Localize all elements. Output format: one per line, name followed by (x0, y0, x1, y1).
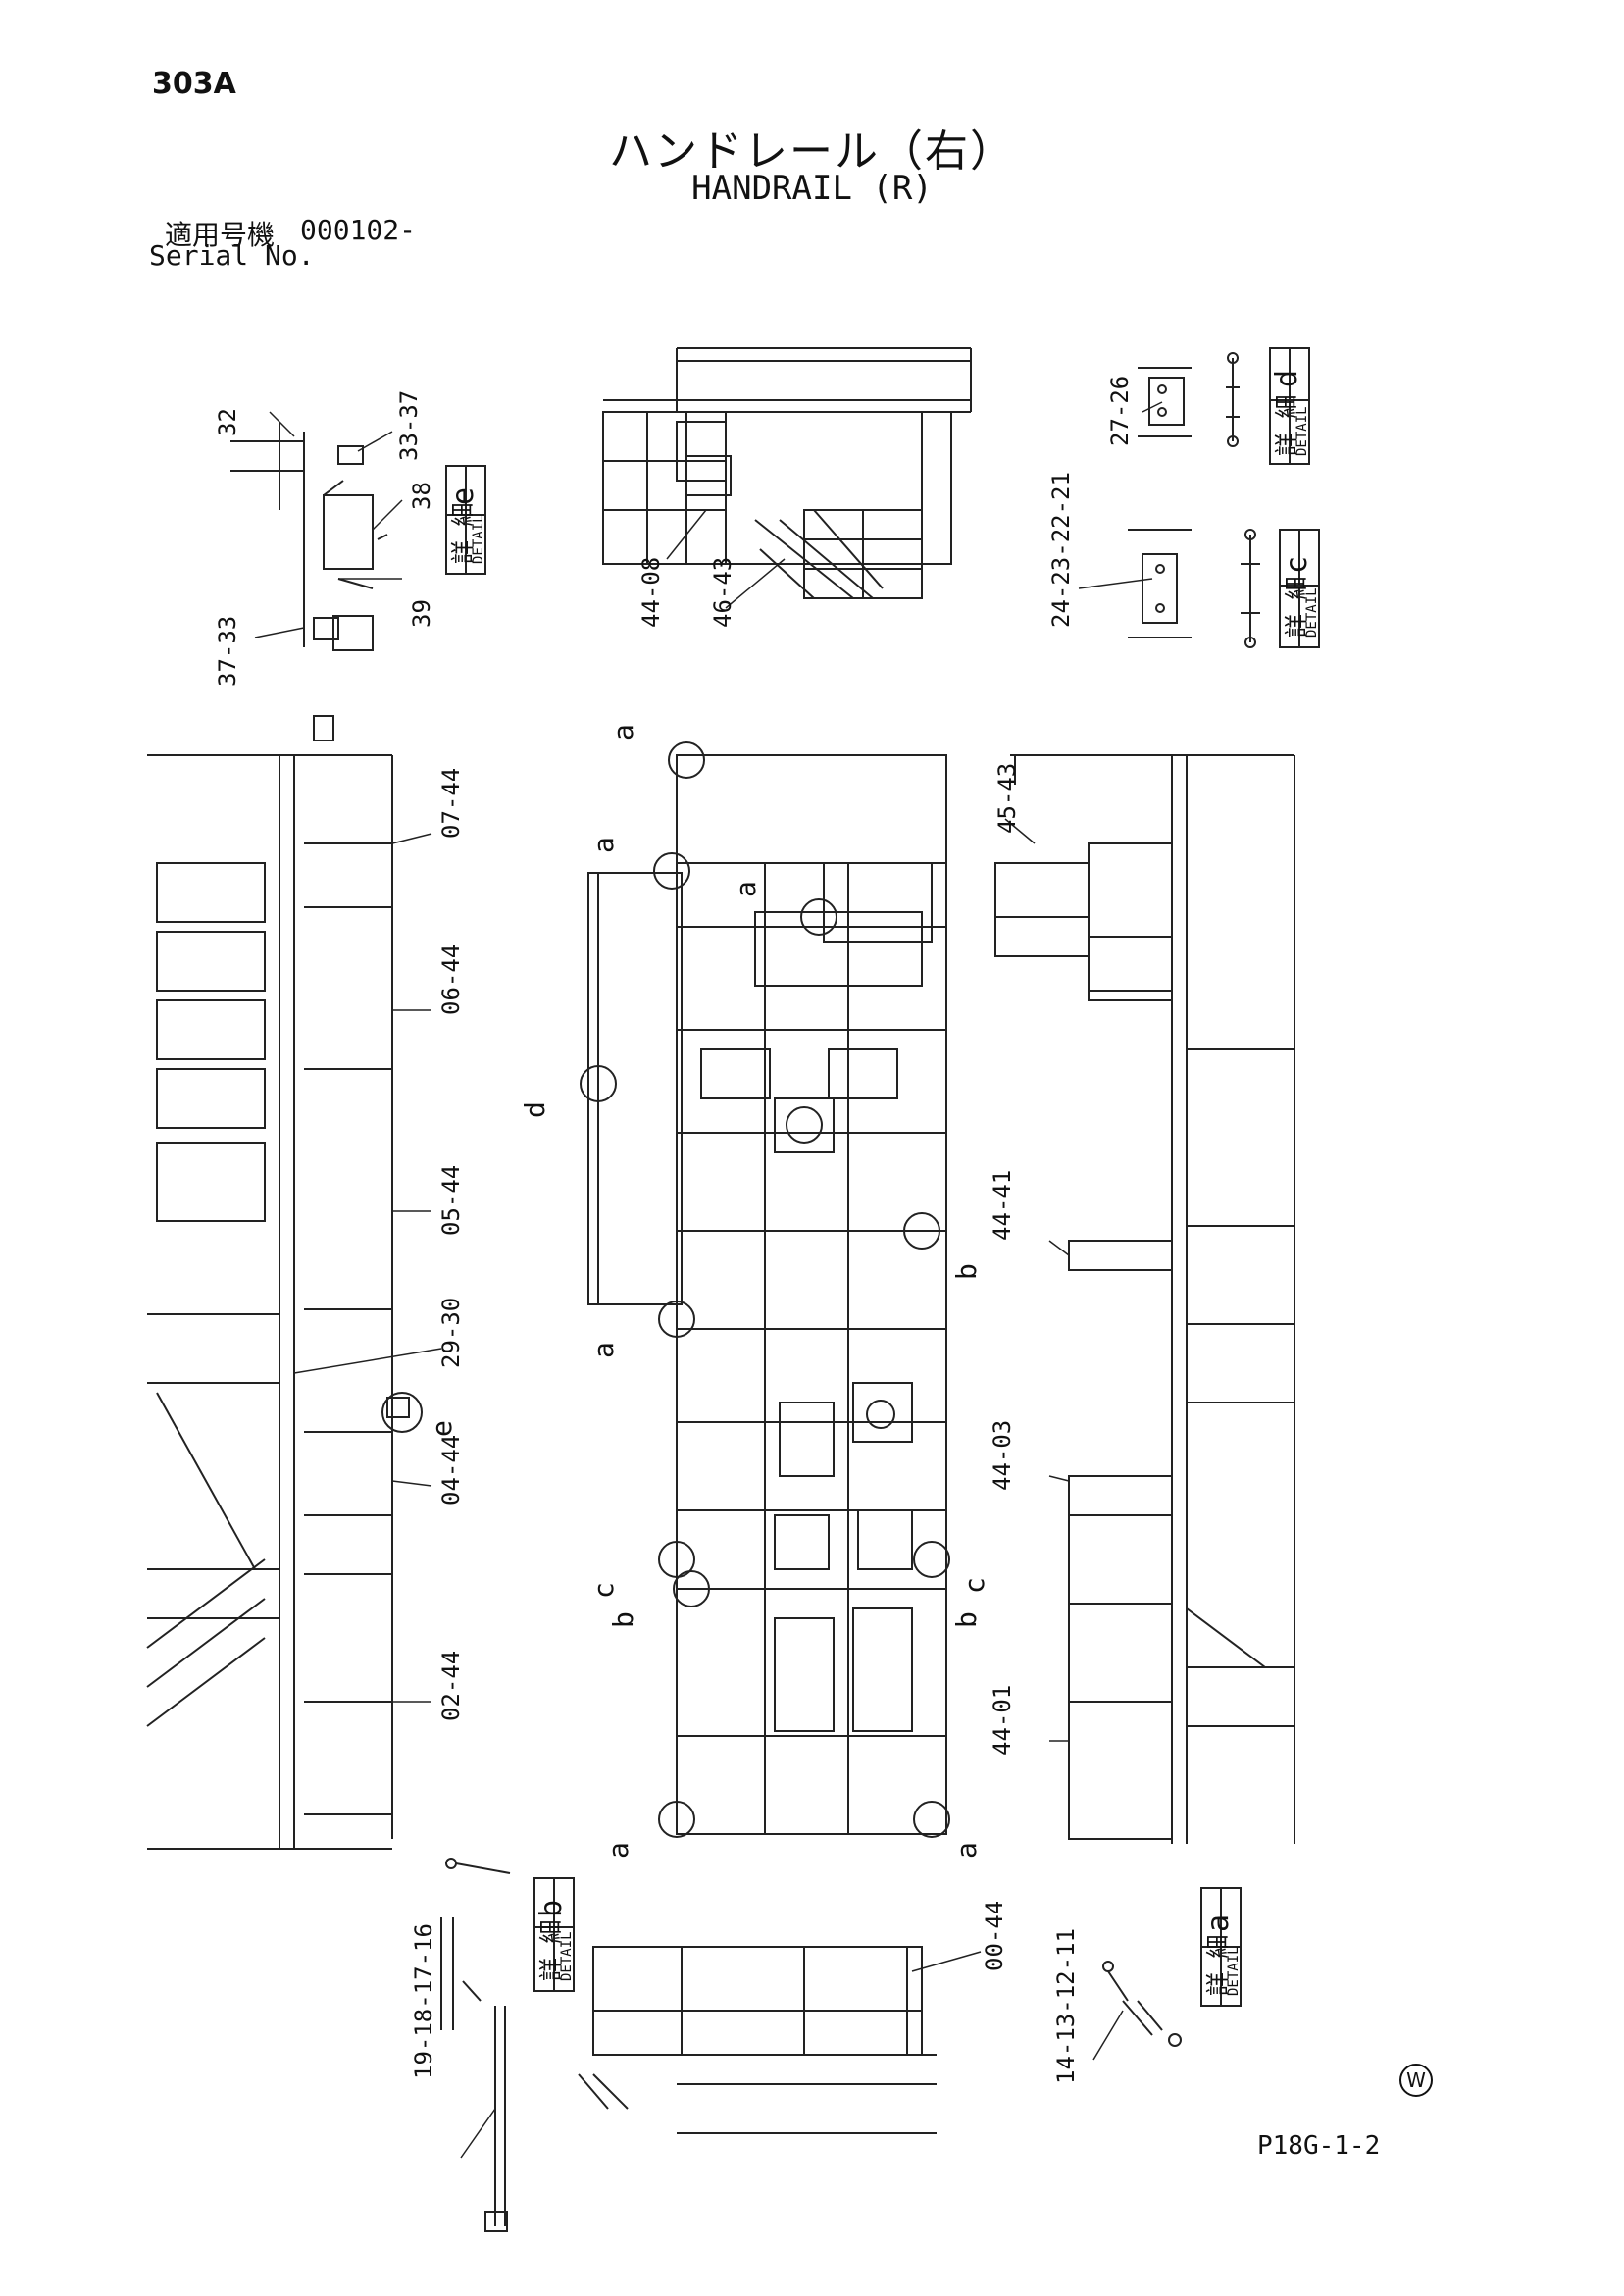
detail-b-letter: b (534, 1900, 569, 1917)
part-label: 29-30 (437, 1298, 465, 1368)
page-code: P18G-1-2 (1257, 2131, 1381, 2161)
detail-d-view (1138, 352, 1240, 447)
serial-label-jp: 適用号機 (165, 219, 276, 251)
part-label: 44-41 (989, 1170, 1016, 1241)
detail-b-view (440, 1858, 511, 2232)
page-number: 303A (152, 67, 236, 101)
page-title-jp: ハンドレール（右） (609, 127, 1015, 177)
detail-a-jp: 詳 細 (1204, 1935, 1232, 1996)
callout-letter: b (607, 1611, 639, 1628)
part-label: 07-44 (437, 768, 465, 839)
detail-a-letter: a (1201, 1914, 1236, 1932)
part-label: 38 (408, 482, 435, 510)
detail-d-jp: 詳 細 (1273, 395, 1300, 456)
callout-letter: a (730, 881, 762, 897)
part-label: 19-18-17-16 (410, 1923, 437, 2079)
detail-a-box (1200, 1887, 1242, 2007)
part-label: 24-23-22-21 (1047, 472, 1075, 628)
detail-d-box (1269, 347, 1310, 465)
top-center-view (602, 347, 972, 599)
detail-b-jp: 詳 細 (537, 1920, 565, 1981)
part-label: 00-44 (981, 1901, 1008, 1971)
callout-letter: e (426, 1420, 458, 1437)
detail-e-letter: e (446, 487, 481, 505)
page-title-en: HANDRAIL (R) (691, 169, 933, 208)
detail-a-view (1102, 1961, 1182, 2047)
detail-b-en: DETAIL (559, 1931, 575, 1981)
part-label: 06-44 (437, 944, 465, 1015)
detail-e-view (230, 422, 388, 651)
part-label: 02-44 (437, 1651, 465, 1721)
part-label: 04-44 (437, 1435, 465, 1505)
part-label: 46-43 (709, 557, 736, 628)
part-label: 37-33 (214, 616, 241, 687)
detail-e-box (445, 465, 486, 575)
center-callout-circles (580, 741, 950, 1838)
part-label: 32 (214, 408, 241, 436)
detail-c-jp: 詳 細 (1283, 577, 1310, 638)
part-label: 44-08 (637, 557, 665, 628)
detail-c-letter: c (1280, 556, 1314, 574)
serial-value: 000102- (300, 214, 417, 246)
serial-label-en: Serial No. (149, 239, 315, 272)
part-label: 44-03 (989, 1420, 1016, 1491)
leader-lines (254, 401, 1163, 2159)
callout-letter: d (519, 1101, 551, 1118)
callout-letter: b (950, 1263, 983, 1280)
detail-e-en: DETAIL (471, 514, 486, 564)
callout-letter: a (587, 837, 620, 853)
w-symbol: W (1399, 2064, 1433, 2097)
part-label: 44-01 (989, 1685, 1016, 1756)
right-side-view (994, 754, 1295, 1844)
part-label: 14-13-12-11 (1052, 1928, 1080, 2084)
detail-d-en: DETAIL (1294, 406, 1310, 456)
left-side-view (146, 715, 423, 1850)
callout-letter: b (950, 1611, 983, 1628)
callout-letter: a (950, 1842, 983, 1859)
detail-d-letter: d (1270, 370, 1304, 387)
part-label: 39 (408, 599, 435, 628)
callout-letter: a (602, 1842, 634, 1859)
callout-letter: c (958, 1577, 990, 1594)
detail-c-view (1128, 529, 1260, 648)
detail-c-en: DETAIL (1304, 587, 1320, 638)
part-label: 27-26 (1106, 376, 1134, 446)
callout-letter: a (587, 1342, 620, 1358)
detail-b-box (533, 1877, 575, 1992)
detail-c-box (1279, 529, 1320, 648)
part-label: 33-37 (395, 390, 423, 461)
callout-letter: a (607, 724, 639, 740)
part-label: 45-43 (993, 763, 1021, 834)
center-plan-view (587, 754, 947, 1835)
detail-e-jp: 詳 細 (449, 503, 477, 564)
detail-a-en: DETAIL (1226, 1946, 1242, 1996)
callout-letter: c (587, 1582, 620, 1599)
bottom-center-view (578, 1946, 937, 2134)
part-label: 05-44 (437, 1165, 465, 1236)
